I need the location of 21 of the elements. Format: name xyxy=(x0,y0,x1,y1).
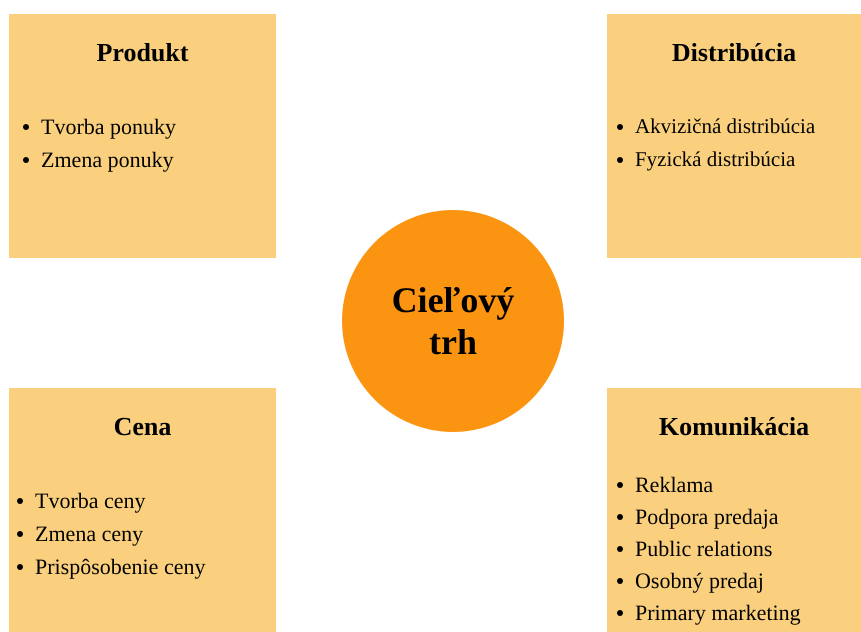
bullet-item: Prispôsobenie ceny xyxy=(15,550,206,583)
bullet-item: Reklama xyxy=(615,469,714,501)
bullet-item: Fyzická distribúcia xyxy=(615,143,796,176)
category-card xyxy=(607,14,861,258)
card-heading: Cena xyxy=(112,412,172,442)
card-heading: Distribúcia xyxy=(670,38,798,68)
bullet-item: Osobný predaj xyxy=(615,565,764,597)
card-heading: Produkt xyxy=(96,38,190,68)
bullet-item: Akvizičná distribúcia xyxy=(615,110,816,143)
bullet-item: Tvorba ponuky xyxy=(21,110,176,143)
category-card xyxy=(607,388,861,632)
bullet-item: Primary marketing xyxy=(615,597,801,629)
card-heading: Komunikácia xyxy=(658,412,810,442)
category-card xyxy=(9,388,276,632)
bullet-item: Zmena ceny xyxy=(15,517,144,550)
bullet-item: Tvorba ceny xyxy=(15,484,146,517)
bullet-item: Podpora predaja xyxy=(615,501,779,533)
bullet-item: Zmena ponuky xyxy=(21,143,174,176)
bullet-item: Public relations xyxy=(615,533,772,565)
circle-label: Cieľový trh xyxy=(390,279,516,363)
category-card xyxy=(9,14,276,258)
